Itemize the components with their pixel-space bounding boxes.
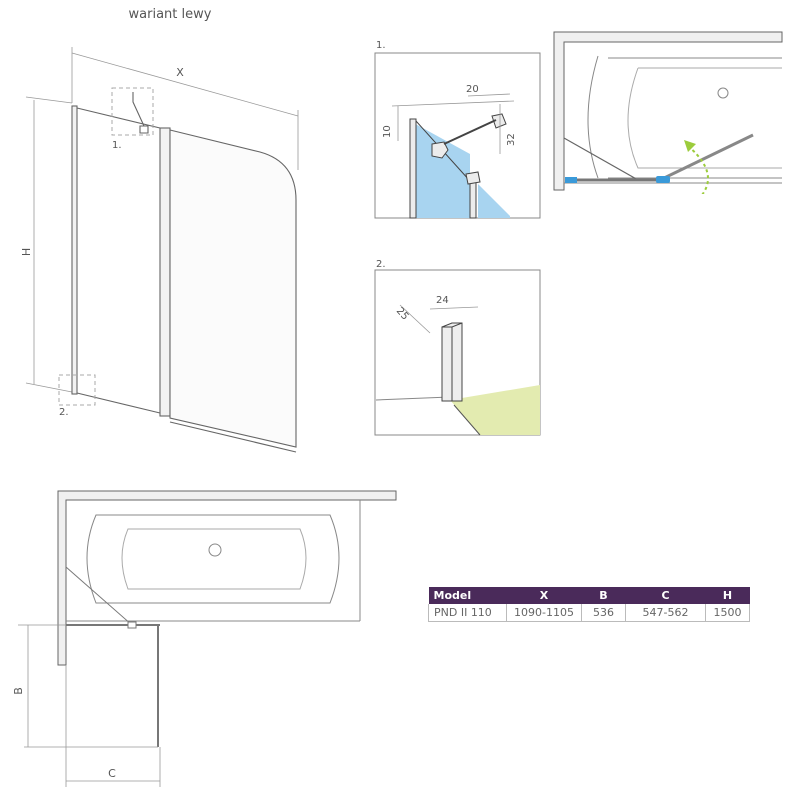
detail-2-drawing: 2. 24 25 [374,259,541,436]
cell-h: 1500 [705,604,750,622]
glass-panel-left [410,121,470,218]
door-seal [169,421,297,453]
stabilizer-line-large [65,566,133,626]
wall-profile-detail [409,118,417,219]
fixed-panel-top [76,107,161,129]
dim-25-line [399,304,431,334]
front-view-drawing: X H 1. 2. [20,47,299,453]
dim-h-ext-top [25,96,73,104]
variant-title: wariant lewy [128,7,212,22]
top-bracket [491,113,507,129]
plan-view-small [553,31,783,194]
spec-table: Model X B C H PND II 110 1090-1105 536 5… [428,587,750,622]
door-panel [169,129,297,448]
drain-icon [717,87,729,99]
dim-ext-top [391,100,515,107]
bath-basin-small [627,67,782,169]
callout-box-1 [111,87,154,136]
stabilizer-bar [132,92,149,134]
header-c: C [625,587,706,604]
detail-2-number: 2. [376,259,386,270]
wall-profile [71,105,78,395]
glass-panel-right [478,184,510,218]
header-h: H [705,587,750,604]
dim-label-h: H [20,248,33,256]
wall-outline-small [553,31,783,191]
hinge-icon-large [127,621,137,629]
dim-24-line [429,306,479,310]
panel-clamp [465,171,481,185]
bath-floor-surface [450,385,540,435]
profile-top [441,322,463,328]
dim-label-20: 20 [466,84,479,95]
glass-edge [453,404,481,436]
hinge-post-detail [469,180,477,219]
bath-basin-large [121,528,307,590]
drain-icon-large [208,543,222,557]
cell-b: 536 [581,604,626,622]
bath-outline-small [587,55,782,179]
header-x: X [506,587,582,604]
callout-label-1: 1. [112,140,122,151]
dim-label-b: B [12,687,25,695]
callout-label-2: 2. [59,407,69,418]
hinge-fitting-icon [656,176,670,183]
cell-model: PND II 110 [428,604,507,622]
spec-table-row: PND II 110 1090-1105 536 547-562 1500 [428,604,750,622]
fixed-panel-bottom [76,392,161,414]
dim-h-ext-bottom [25,382,73,393]
dim-label-24: 24 [436,295,449,306]
profile-side [451,322,463,402]
swing-arc [687,145,709,194]
dim-label-10: 10 [382,125,393,138]
profile-front [441,326,453,402]
stabilizer-rod [443,119,497,145]
detail-1-number: 1. [376,40,386,51]
plan-view-large: B C [12,490,397,787]
cell-c: 547-562 [625,604,706,622]
dim-label-c: C [108,767,116,780]
detail-1-drawing: 1. 20 10 32 [374,40,541,219]
bath-outline-large [86,514,340,604]
wall-bracket [431,141,449,159]
dim-label-32: 32 [506,133,517,146]
wall-fitting-icon [565,177,577,183]
stabilizer-line [563,137,639,181]
wall-outline-large [57,490,397,666]
callout-box-2 [58,374,96,406]
dim-label-x: X [176,66,184,79]
door-panel-small [659,133,754,182]
dim-20-line [467,93,511,97]
dim-x-line [71,52,299,117]
arrow-up-icon [684,140,696,152]
cell-x: 1090-1105 [506,604,582,622]
bath-edge-line [375,396,451,401]
hinge-post [159,127,171,417]
spec-table-header-row: Model X B C H [428,587,750,604]
header-model: Model [428,587,507,604]
header-b: B [581,587,626,604]
